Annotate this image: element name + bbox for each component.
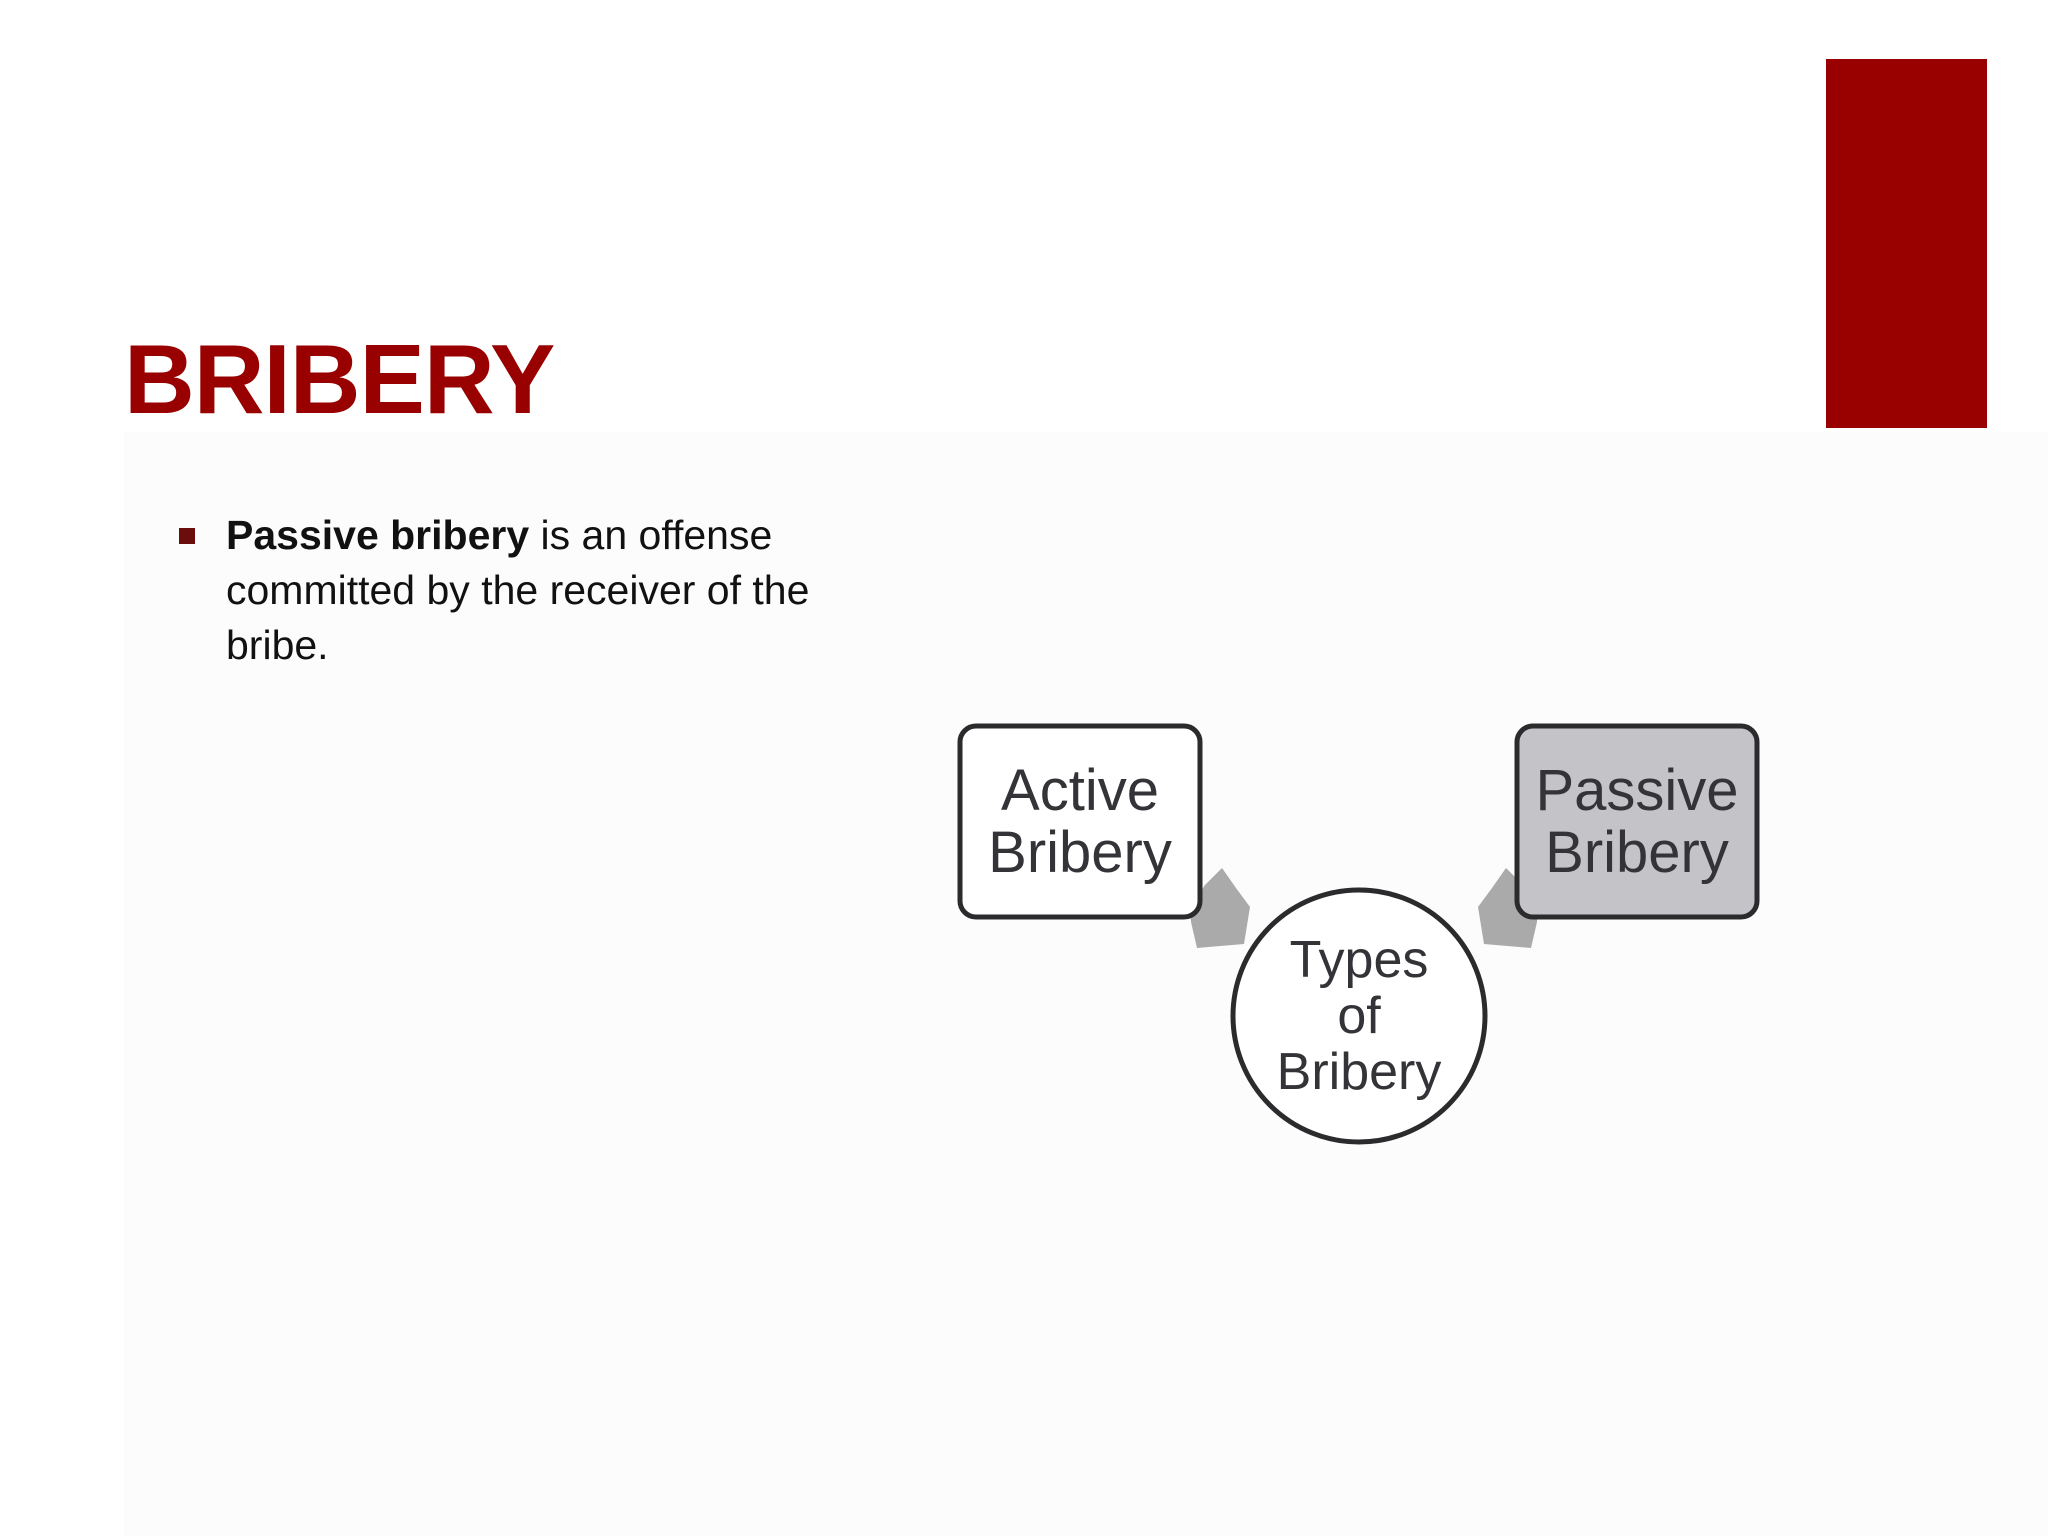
node-passive-label: Passive Bribery <box>1535 757 1739 885</box>
bullet-list: Passive bribery is an offense committed … <box>175 508 905 673</box>
content-panel <box>124 432 2048 1536</box>
bullet-bold-term: Passive bribery <box>226 512 530 558</box>
accent-bar <box>1826 59 1987 428</box>
bullet-text: Passive bribery is an offense committed … <box>226 512 809 668</box>
bullet-rest-text: is an offense committed by the receiver … <box>226 512 810 668</box>
node-center-label: Types of Bribery <box>1276 931 1442 1101</box>
slide-title: BRIBERY <box>124 324 555 434</box>
node-active-label: Active Bribery <box>988 757 1172 885</box>
bullet-square-icon <box>179 528 195 544</box>
bullet-item: Passive bribery is an offense committed … <box>175 508 905 673</box>
